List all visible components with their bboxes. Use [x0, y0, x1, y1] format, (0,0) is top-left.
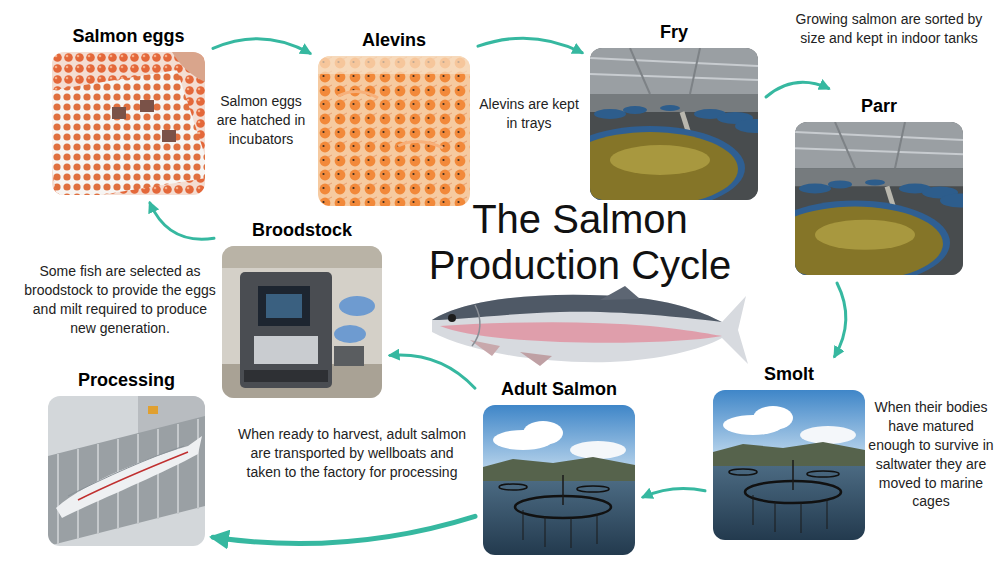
- note-text: When their bodies have matured enough to…: [866, 398, 996, 511]
- stage-photo-box: Alevins: [318, 30, 470, 206]
- cycle-arrow: [478, 38, 582, 52]
- alevins-photo: [318, 56, 470, 206]
- photo-frame: [48, 396, 205, 546]
- cycle-arrow: [766, 82, 829, 97]
- broodstock-photo: [258, 286, 310, 326]
- cycle-arrow: [390, 355, 475, 388]
- cycle-arrow: [150, 203, 214, 239]
- cycle-arrow: [643, 488, 705, 497]
- salmon-illustration: [520, 352, 552, 366]
- stage-heading: Adult Salmon: [483, 379, 635, 401]
- eggs-photo: [52, 70, 205, 195]
- processing-photo: [48, 396, 205, 546]
- stage-heading: Alevins: [318, 30, 470, 52]
- alevins-photo: [338, 91, 378, 98]
- salmon-illustration: [440, 322, 722, 343]
- cycle-arrow: [835, 283, 846, 356]
- processing-photo: [48, 396, 205, 546]
- step-note: Salmon eggs are hatched in incubators: [211, 92, 311, 149]
- processing-photo: [148, 406, 158, 414]
- photo-frame: [318, 56, 470, 206]
- stage-heading: Broodstock: [222, 220, 382, 242]
- broodstock-photo: [266, 294, 302, 318]
- smolt-photo: [713, 390, 865, 540]
- stage-heading: Smolt: [713, 364, 865, 386]
- stage-heading: Fry: [590, 22, 758, 44]
- broodstock-photo: [339, 296, 375, 316]
- salmon-illustration: [432, 295, 722, 322]
- salmon-illustration: [448, 314, 456, 322]
- stage-photo-box: Adult Salmon: [483, 379, 635, 555]
- parr-photo: [760, 122, 980, 285]
- processing-photo: [68, 446, 184, 496]
- eggs-photo: [52, 52, 205, 195]
- photo-frame: [52, 52, 205, 195]
- processing-photo: [177, 424, 179, 514]
- alevins-photo: [318, 56, 470, 206]
- broodstock-photo: [244, 370, 328, 382]
- eggs-photo: [172, 52, 205, 82]
- fry-photo: [555, 48, 775, 210]
- stage-photo-box: Fry: [590, 22, 758, 200]
- cycle-arrow: [213, 516, 475, 543]
- alevins-photo: [398, 141, 443, 148]
- photo-frame: [590, 48, 758, 200]
- photo-frame: [713, 390, 865, 540]
- broodstock-photo: [222, 246, 382, 268]
- eggs-photo: [42, 52, 212, 202]
- processing-photo: [48, 416, 205, 546]
- photo-frame: [483, 405, 635, 555]
- step-note: When ready to harvest, adult salmon are …: [232, 425, 472, 482]
- broodstock-photo: [222, 246, 382, 398]
- stage-photo-box: Smolt: [713, 364, 865, 540]
- broodstock-photo: [222, 246, 382, 398]
- processing-photo: [56, 436, 202, 518]
- processing-photo: [48, 396, 205, 546]
- step-note: Alevins are kept in trays: [479, 95, 579, 133]
- stage-photo-box: Salmon eggs: [52, 26, 205, 195]
- processing-photo: [78, 452, 188, 500]
- stage-photo-box: Parr: [795, 96, 963, 275]
- broodstock-photo: [240, 272, 332, 388]
- note-text: Some fish are selected as broodstock to …: [22, 262, 218, 338]
- salmon-illustration: [432, 295, 748, 364]
- eggs-photo: [162, 130, 176, 142]
- eggs-photo: [112, 107, 126, 119]
- stage-heading: Salmon eggs: [52, 26, 205, 48]
- cycle-arrow: [213, 39, 310, 54]
- stage-photo-box: Processing: [48, 370, 205, 546]
- stage-heading: Processing: [48, 370, 205, 392]
- photo-frame: [222, 246, 382, 398]
- processing-photo: [57, 454, 59, 544]
- eggs-photo: [140, 100, 154, 112]
- broodstock-photo: [334, 325, 366, 343]
- diagram-title: The Salmon Production Cycle: [420, 196, 740, 288]
- salmon-illustration: [472, 305, 480, 346]
- broodstock-photo: [254, 336, 318, 364]
- broodstock-photo: [334, 346, 364, 366]
- stage-photo-box: Broodstock: [222, 220, 382, 398]
- alevins-photo: [318, 56, 470, 206]
- alevins-photo: [318, 56, 470, 74]
- photo-frame: [795, 122, 963, 275]
- salmon-illustration: [600, 286, 640, 300]
- salmon-illustration: [432, 286, 748, 366]
- adult-photo: [483, 405, 635, 555]
- step-note: Growing salmon are sorted by size and ke…: [783, 10, 995, 48]
- broodstock-photo: [222, 246, 382, 398]
- stage-heading: Parr: [795, 96, 963, 118]
- processing-photo: [197, 419, 199, 509]
